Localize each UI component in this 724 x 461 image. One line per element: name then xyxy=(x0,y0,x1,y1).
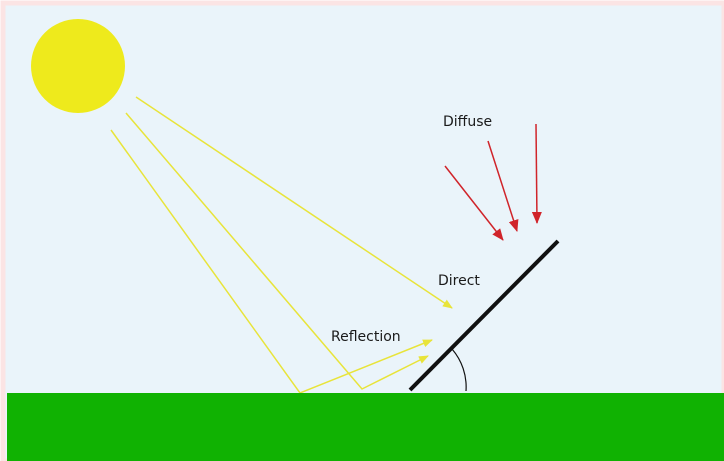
solar-panel xyxy=(408,239,560,392)
reflection-label: Reflection xyxy=(331,329,401,345)
diffuse-ray-3 xyxy=(531,123,542,224)
reflection-ray-2 xyxy=(125,112,429,390)
ground xyxy=(7,393,724,461)
diffuse-label: Diffuse xyxy=(443,114,492,130)
diffuse-ray-1 xyxy=(444,165,504,241)
sun-icon xyxy=(31,19,125,113)
direct-ray xyxy=(135,96,453,309)
tilt-angle-arc xyxy=(451,348,467,392)
diffuse-ray-2 xyxy=(487,140,519,232)
direct-label: Direct xyxy=(438,273,480,289)
